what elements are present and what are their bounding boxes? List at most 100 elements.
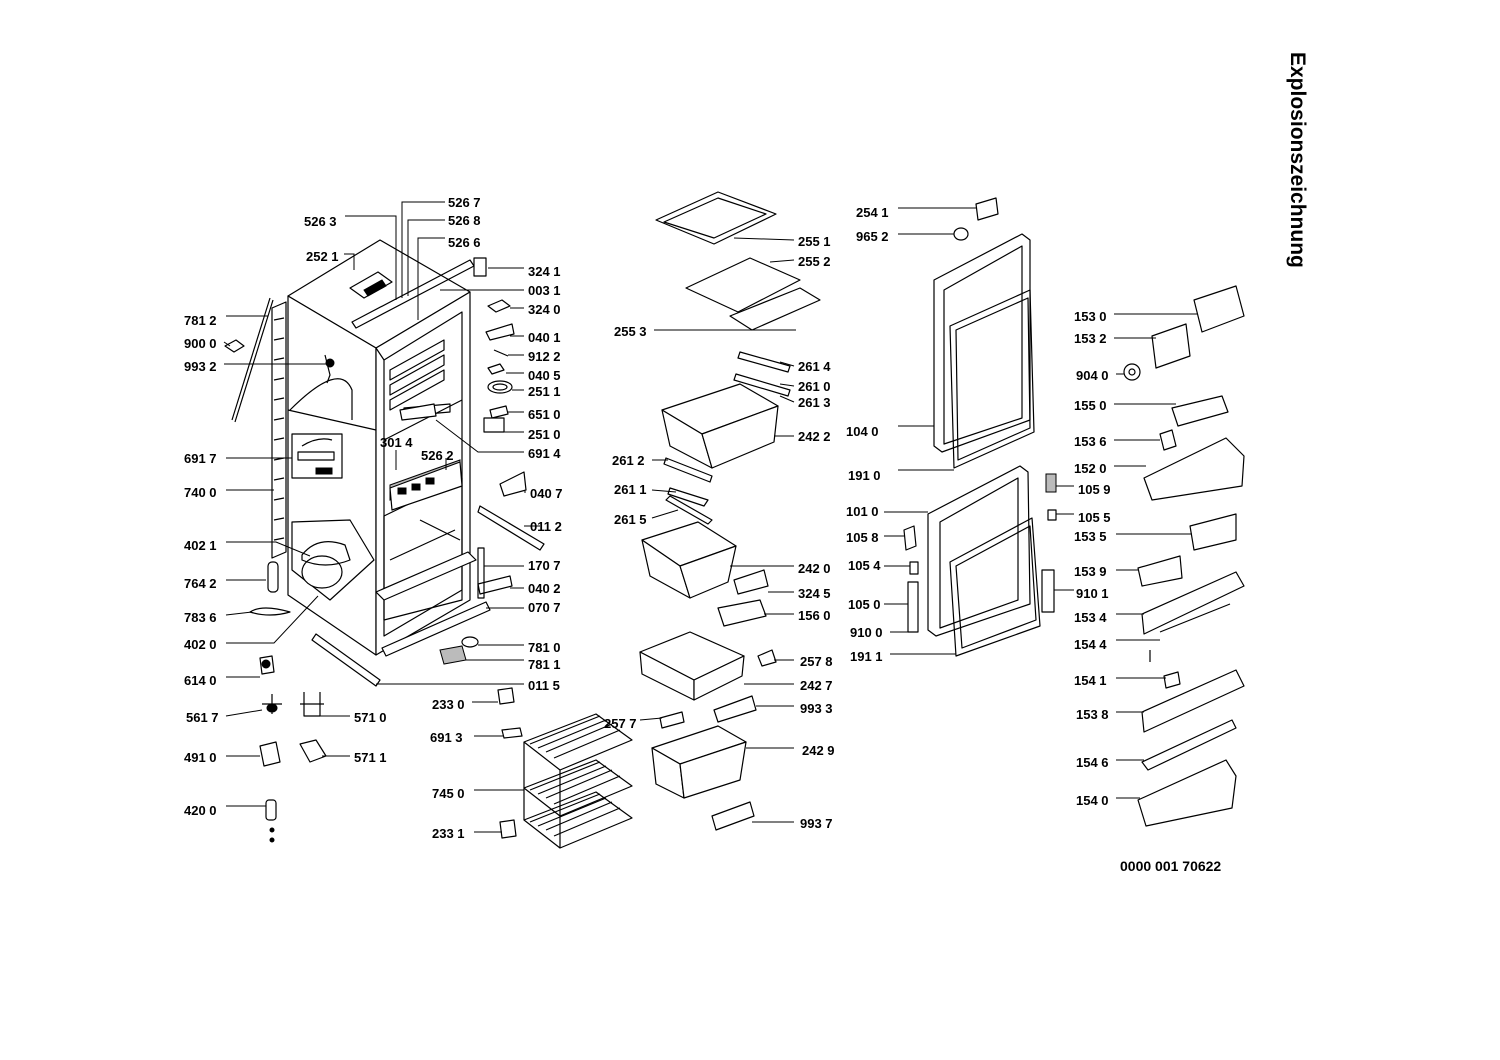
label-781-0: 781 0 [528,640,561,655]
label-105-9: 105 9 [1078,482,1111,497]
label-153-0: 153 0 [1074,309,1107,324]
label-242-2: 242 2 [798,429,831,444]
glass-shelf-255-1 [655,191,777,245]
shelf-frame-255-2 [685,257,821,331]
label-781-2: 781 2 [184,313,217,328]
label-324-5: 324 5 [798,586,831,601]
label-691-7: 691 7 [184,451,217,466]
label-491-0: 491 0 [184,750,217,765]
label-154-6: 154 6 [1076,755,1109,770]
drawer-242-9 [651,725,747,799]
label-402-0: 402 0 [184,637,217,652]
label-255-1: 255 1 [798,234,831,249]
label-324-1: 324 1 [528,264,561,279]
label-912-2: 912 2 [528,349,561,364]
door-bins [1123,285,1245,827]
rail-011-5 [311,633,381,687]
label-261-3: 261 3 [798,395,831,410]
crisper-cover-242-2 [661,383,779,469]
label-904-0: 904 0 [1076,368,1109,383]
hose-783-6 [249,607,291,616]
label-154-0: 154 0 [1076,793,1109,808]
label-040-7: 040 7 [530,486,563,501]
label-255-2: 255 2 [798,254,831,269]
label-155-0: 155 0 [1074,398,1107,413]
label-011-2: 011 2 [530,519,562,534]
label-261-2: 261 2 [612,453,645,468]
label-011-5: 011 5 [528,678,560,693]
label-781-1: 781 1 [528,657,561,672]
label-233-0: 233 0 [432,697,465,712]
label-040-5: 040 5 [528,368,561,383]
label-152-0: 152 0 [1074,461,1107,476]
label-153-8: 153 8 [1076,707,1109,722]
label-745-0: 745 0 [432,786,465,801]
fridge-cabinet [287,239,491,657]
label-254-1: 254 1 [856,205,889,220]
label-324-0: 324 0 [528,302,561,317]
label-153-9: 153 9 [1074,564,1107,579]
label-070-7: 070 7 [528,600,561,615]
wire-baskets-745-0 [523,713,633,849]
label-740-0: 740 0 [184,485,217,500]
back-panel [231,297,287,559]
control-panel-part [291,433,343,479]
hinge-324-1 [473,257,487,277]
light-cover [399,403,437,421]
label-993-2: 993 2 [184,359,217,374]
label-040-1: 040 1 [528,330,561,345]
label-154-4: 154 4 [1074,637,1107,652]
diagram-title: Explosionszeichnung [1286,52,1309,268]
document-number: 0000 001 70622 [1120,858,1222,874]
label-301-4: 301 4 [380,435,413,450]
label-526-6: 526 6 [448,235,481,250]
label-571-1: 571 1 [354,750,387,765]
label-783-6: 783 6 [184,610,217,625]
freezer-door-101-0 [927,465,1041,657]
drawer-242-7 [639,631,745,701]
label-402-1: 402 1 [184,538,217,553]
filter-drier [267,561,279,593]
label-040-2: 040 2 [528,581,561,596]
label-242-9: 242 9 [802,743,835,758]
label-261-4: 261 4 [798,359,831,374]
label-252-1: 252 1 [306,249,339,264]
label-170-7: 170 7 [528,558,561,573]
label-105-5: 105 5 [1078,510,1111,525]
label-153-5: 153 5 [1074,529,1107,544]
label-255-3: 255 3 [614,324,647,339]
label-526-8: 526 8 [448,213,481,228]
label-156-0: 156 0 [798,608,831,623]
label-614-0: 614 0 [184,673,217,688]
label-965-2: 965 2 [856,229,889,244]
label-257-8: 257 8 [800,654,833,669]
rail-011-2 [477,505,545,551]
label-242-7: 242 7 [800,678,833,693]
label-153-4: 153 4 [1074,610,1107,625]
label-251-1: 251 1 [528,384,561,399]
label-764-2: 764 2 [184,576,217,591]
label-261-0: 261 0 [798,379,831,394]
label-526-2: 526 2 [421,448,454,463]
leader-lines [223,201,1198,833]
label-526-3: 526 3 [304,214,337,229]
label-900-0: 900 0 [184,336,217,351]
clip-900 [224,339,245,353]
label-561-7: 561 7 [186,710,219,725]
label-105-0: 105 0 [848,597,881,612]
label-571-0: 571 0 [354,710,387,725]
label-257-7: 257 7 [604,716,637,731]
label-651-0: 651 0 [528,407,561,422]
label-910-0: 910 0 [850,625,883,640]
crisper-drawer-242-0 [641,521,737,599]
control-unit-301-4 [389,461,463,511]
label-420-0: 420 0 [184,803,217,818]
label-691-3: 691 3 [430,730,463,745]
label-104-0: 104 0 [846,424,879,439]
label-691-4: 691 4 [528,446,561,461]
fridge-door-104-0 [933,233,1035,469]
handle-cap-254-1 [975,197,999,221]
label-153-2: 153 2 [1074,331,1107,346]
label-251-0: 251 0 [528,427,561,442]
